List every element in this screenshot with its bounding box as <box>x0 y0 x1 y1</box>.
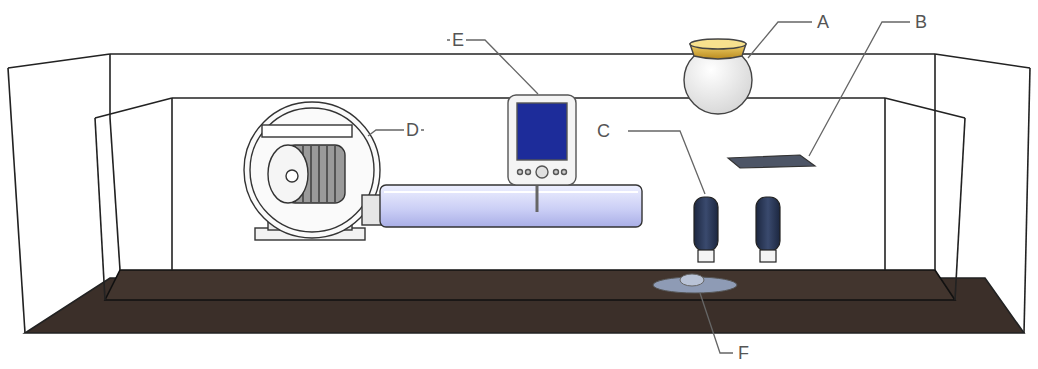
callout-letter: F <box>736 343 751 363</box>
callout-letter: D <box>404 120 421 140</box>
callout-letter: B <box>913 12 929 32</box>
callout-letter: E <box>450 30 466 50</box>
callout-letter: A <box>815 12 831 32</box>
callout-letter: C <box>595 121 612 141</box>
